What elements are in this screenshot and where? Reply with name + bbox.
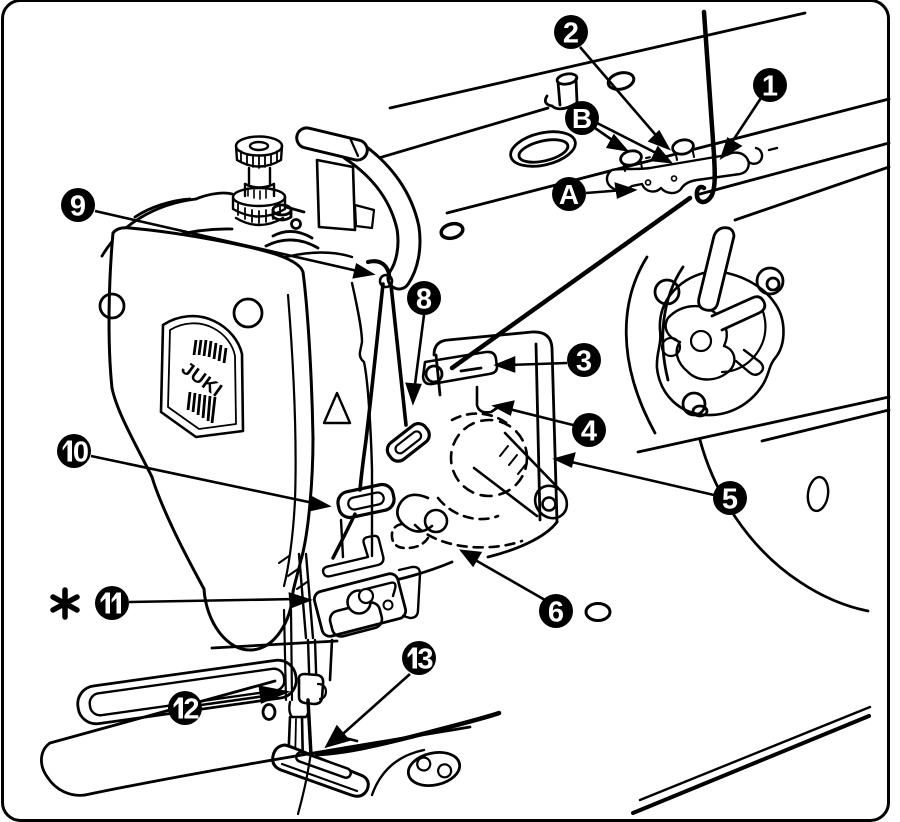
svg-text:3: 3 [417, 644, 433, 676]
svg-text:5: 5 [722, 484, 738, 516]
svg-text:6: 6 [548, 597, 564, 629]
svg-text:9: 9 [70, 191, 86, 223]
svg-text:0: 0 [73, 437, 89, 469]
svg-text:2: 2 [563, 18, 579, 50]
svg-text:8: 8 [416, 284, 432, 316]
svg-text:B: B [572, 103, 592, 134]
svg-text:1: 1 [762, 71, 778, 103]
svg-text:3: 3 [576, 346, 592, 378]
svg-text:A: A [559, 179, 579, 210]
svg-text:2: 2 [183, 694, 199, 726]
svg-text:4: 4 [581, 416, 597, 448]
